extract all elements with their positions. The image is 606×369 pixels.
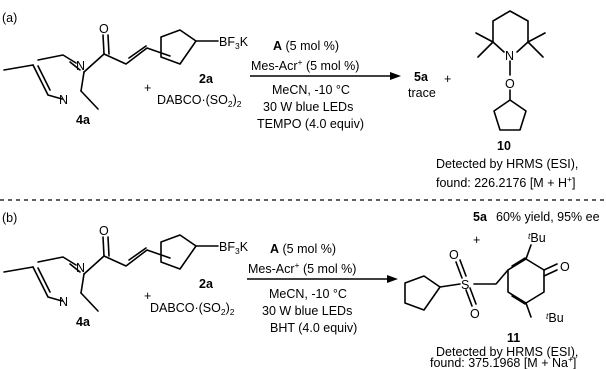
condition-scavenger-bht: BHT (4.0 equiv) xyxy=(270,321,357,335)
reaction-arrow-a-head xyxy=(390,72,401,80)
additive-dabco-b: DABCO·(SO2)2 xyxy=(150,301,235,317)
gem-dimethyl-left xyxy=(475,32,494,58)
substrate-4a-structure: N N O xyxy=(3,22,171,110)
piperidine-ring xyxy=(492,10,529,53)
panel-b-label: (b) xyxy=(2,211,17,225)
atom-s: S xyxy=(461,278,469,292)
tbu-bonds xyxy=(525,244,532,318)
pyrazole-double-bonds xyxy=(37,263,81,293)
plus-sign-2: + xyxy=(444,72,451,86)
crotyl-chain-bonds xyxy=(103,247,171,267)
pyrazole-ring-bonds xyxy=(32,54,85,100)
hrms-b-line1: Detected by HRMS (ESI), xyxy=(436,345,578,359)
plus-sign-1-b: + xyxy=(144,289,151,303)
keto-bond xyxy=(543,263,558,277)
condition-catalyst-a: A (5 mol %) xyxy=(273,39,339,53)
hrms-a-line2: found: 226.2176 [M + H+] xyxy=(436,174,575,190)
atom-o: O xyxy=(99,22,109,36)
tempo-adduct-10-structure: N O xyxy=(475,10,546,131)
reagent-label-2a: 2a xyxy=(199,72,214,86)
pyrazole-ring-bonds xyxy=(32,256,85,302)
atom-n1: N xyxy=(76,261,85,275)
product-result: 60% yield, 95% ee xyxy=(496,210,600,224)
atom-o-2: O xyxy=(470,307,480,321)
condition-catalyst-a-b: A (5 mol %) xyxy=(270,242,336,256)
cyclopentane-ring xyxy=(160,234,197,270)
bht-adduct-11-structure: S O O O tBu tBu xyxy=(404,231,570,325)
cyclopentyl-trifluoroborate-structure-b: BF3K xyxy=(160,234,249,270)
reaction-arrow-b-head xyxy=(387,275,398,283)
atom-n2: N xyxy=(59,295,68,309)
tbu-group-bottom: tBu xyxy=(546,311,564,325)
bf3k-group: BF3K xyxy=(219,35,249,51)
crotyl-chain-bonds xyxy=(103,45,171,65)
condition-light: 30 W blue LEDs xyxy=(263,100,353,114)
substrate-label-4a: 4a xyxy=(76,113,91,127)
condition-scavenger-tempo: TEMPO (4.0 equiv) xyxy=(257,117,364,131)
panel-b: (b) N N O 4a + BF3K 2a DABCO·(SO2)2 A (5… xyxy=(2,210,600,369)
cyclopentyl-ring-11 xyxy=(404,275,441,311)
carbonyl-bonds xyxy=(83,236,110,275)
atom-o-keto: O xyxy=(560,260,570,274)
atom-o: O xyxy=(99,224,109,238)
substrate-label-4a-b: 4a xyxy=(76,315,91,329)
product-label-5a: 5a xyxy=(414,70,429,84)
plus-sign-1: + xyxy=(144,81,151,95)
c-s-bond xyxy=(439,283,461,288)
adduct-label-11: 11 xyxy=(507,331,520,345)
methyl-left-bond xyxy=(3,64,34,71)
methyl-bottom-bond xyxy=(80,90,99,110)
methyl-bottom-bond xyxy=(80,292,99,312)
atom-n2: N xyxy=(59,93,68,107)
cyclopentyl-trifluoroborate-structure: BF3K xyxy=(160,29,249,65)
product-note-trace: trace xyxy=(408,86,436,100)
substrate-4a-structure-b: N N O xyxy=(3,224,171,312)
pyrazole-double-bonds xyxy=(37,61,81,91)
hrms-a-line1: Detected by HRMS (ESI), xyxy=(436,157,578,171)
s-o-bonds xyxy=(455,259,477,307)
atom-n1: N xyxy=(76,59,85,73)
methyl-left-bond xyxy=(3,266,34,273)
condition-photocatalyst-b: Mes-Acr+ (5 mol %) xyxy=(248,260,356,276)
panel-a: (a) N N O 4a + BF3K 2a DABCO·(SO2)2 A (5… xyxy=(2,10,578,190)
ring-double-bonds xyxy=(511,257,526,305)
additive-dabco: DABCO·(SO2)2 xyxy=(157,93,242,109)
condition-solvent-temp: MeCN, -10 °C xyxy=(272,83,350,97)
hrms-b-line2: found: 375.1968 [M + Na+] xyxy=(430,354,576,369)
panel-a-label: (a) xyxy=(2,11,17,25)
condition-light-b: 30 W blue LEDs xyxy=(262,304,352,318)
atom-n: N xyxy=(505,49,514,63)
bf3k-group: BF3K xyxy=(219,240,249,256)
cyclopentane-ring xyxy=(160,29,197,65)
cyclopentyl-ring-10 xyxy=(493,99,527,131)
atom-o: O xyxy=(505,77,515,91)
gem-dimethyl-right xyxy=(527,32,546,58)
reagent-label-2a-b: 2a xyxy=(199,277,214,291)
condition-solvent-temp-b: MeCN, -10 °C xyxy=(269,287,347,301)
adduct-label-10: 10 xyxy=(497,139,511,153)
atom-o-1: O xyxy=(449,248,459,262)
carbonyl-bonds xyxy=(83,34,110,73)
condition-photocatalyst: Mes-Acr+ (5 mol %) xyxy=(251,57,359,73)
product-label-5a-b: 5a xyxy=(473,210,488,224)
tbu-group-top: tBu xyxy=(528,231,546,245)
s-ch2-bond xyxy=(473,269,509,285)
plus-sign-2-b: + xyxy=(473,233,480,247)
